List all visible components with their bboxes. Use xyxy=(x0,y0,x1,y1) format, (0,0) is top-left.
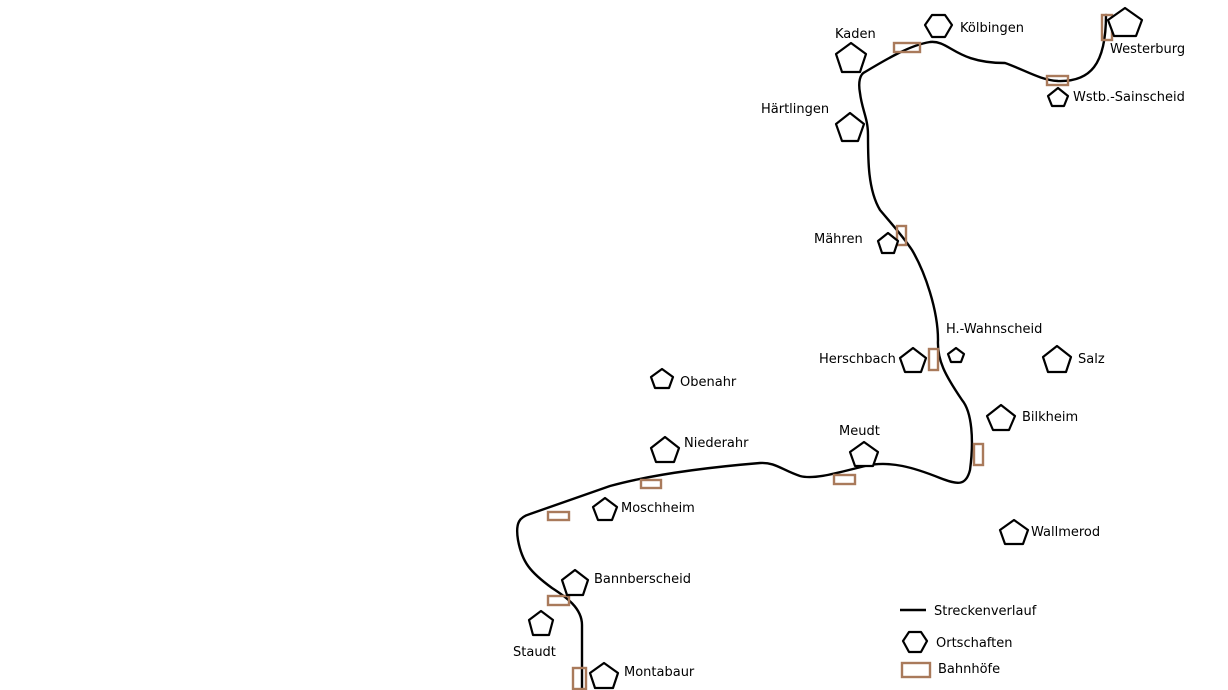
station-meudt-east xyxy=(972,442,985,467)
town-label: Kaden xyxy=(835,27,876,42)
station-wstb-sainscheid xyxy=(1045,74,1070,87)
town-label: Herschbach xyxy=(819,352,896,367)
town-label: Obenahr xyxy=(680,375,737,390)
town-label: Salz xyxy=(1078,352,1105,367)
town-wstb-sainscheid-marker xyxy=(1046,86,1070,108)
station-herschbach xyxy=(927,347,940,372)
town-bannberscheid-marker xyxy=(560,568,590,597)
station-meudt xyxy=(832,473,857,486)
town-label: Härtlingen xyxy=(761,102,829,117)
town-label: Wstb.-Sainscheid xyxy=(1073,90,1185,105)
town-westerburg-marker xyxy=(1106,6,1144,38)
map-legend: Streckenverlauf Ortschaften Bahnhöfe xyxy=(900,604,1037,679)
legend-track-label: Streckenverlauf xyxy=(934,604,1037,619)
town-label: Staudt xyxy=(513,645,556,660)
town-label: Bannberscheid xyxy=(594,572,691,587)
station-markers xyxy=(546,13,1114,690)
town-label: Moschheim xyxy=(621,501,695,516)
legend-towns-label: Ortschaften xyxy=(936,636,1012,651)
town-label: Westerburg xyxy=(1110,42,1185,57)
station-montabaur xyxy=(571,666,588,690)
town-salz-marker xyxy=(1041,344,1073,374)
town-label: Meudt xyxy=(839,424,880,439)
station-kaden xyxy=(892,41,922,54)
town-staudt-marker xyxy=(527,609,555,637)
town-wallmerod-marker xyxy=(998,518,1030,546)
station-bannberscheid xyxy=(546,594,571,607)
town-labels: Kaden Kölbingen Westerburg Wstb.-Sainsch… xyxy=(513,21,1185,680)
station-moschheim xyxy=(546,510,571,522)
town-label: Wallmerod xyxy=(1031,525,1100,540)
town-niederahr-marker xyxy=(649,435,681,464)
town-moschheim-marker xyxy=(591,496,619,522)
town-meudt-marker xyxy=(848,440,880,468)
town-label: Montabaur xyxy=(624,665,695,680)
town-h-wahnscheid-marker xyxy=(946,346,966,364)
town-label: Niederahr xyxy=(684,436,749,451)
town-label: Kölbingen xyxy=(960,21,1024,36)
station-niederahr xyxy=(639,478,663,490)
town-obenahr-marker xyxy=(649,367,675,390)
town-herschbach-marker xyxy=(898,346,928,374)
town-haertlingen-marker xyxy=(834,111,866,143)
town-koelbingen-marker xyxy=(923,13,954,39)
station-maehren xyxy=(895,224,908,247)
legend-town-swatch xyxy=(901,630,929,654)
town-label: Bilkheim xyxy=(1022,410,1078,425)
town-markers xyxy=(527,6,1144,690)
town-bilkheim-marker xyxy=(985,403,1017,432)
legend-station-swatch xyxy=(900,661,932,679)
town-maehren-marker xyxy=(876,231,900,255)
legend-stations-label: Bahnhöfe xyxy=(938,662,1000,677)
town-label: H.-Wahnscheid xyxy=(946,322,1042,337)
town-montabaur-marker xyxy=(588,661,620,690)
town-label: Mähren xyxy=(814,232,863,247)
railway-track xyxy=(516,13,1108,690)
town-kaden-marker xyxy=(834,41,868,74)
